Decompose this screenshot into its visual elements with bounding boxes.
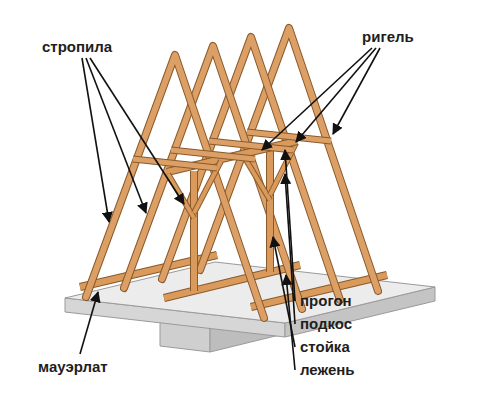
part-label: подкос: [300, 315, 352, 333]
part-label: лежень: [300, 361, 355, 379]
collar-ties: [133, 132, 331, 168]
part-label: ригель: [362, 28, 414, 46]
part-label: стропила: [42, 38, 112, 56]
rafters: [86, 28, 378, 318]
part-label: прогон: [300, 292, 352, 310]
part-label: стойка: [300, 338, 350, 356]
leader-lines: [80, 48, 380, 370]
part-label: мауэрлат: [38, 358, 108, 376]
